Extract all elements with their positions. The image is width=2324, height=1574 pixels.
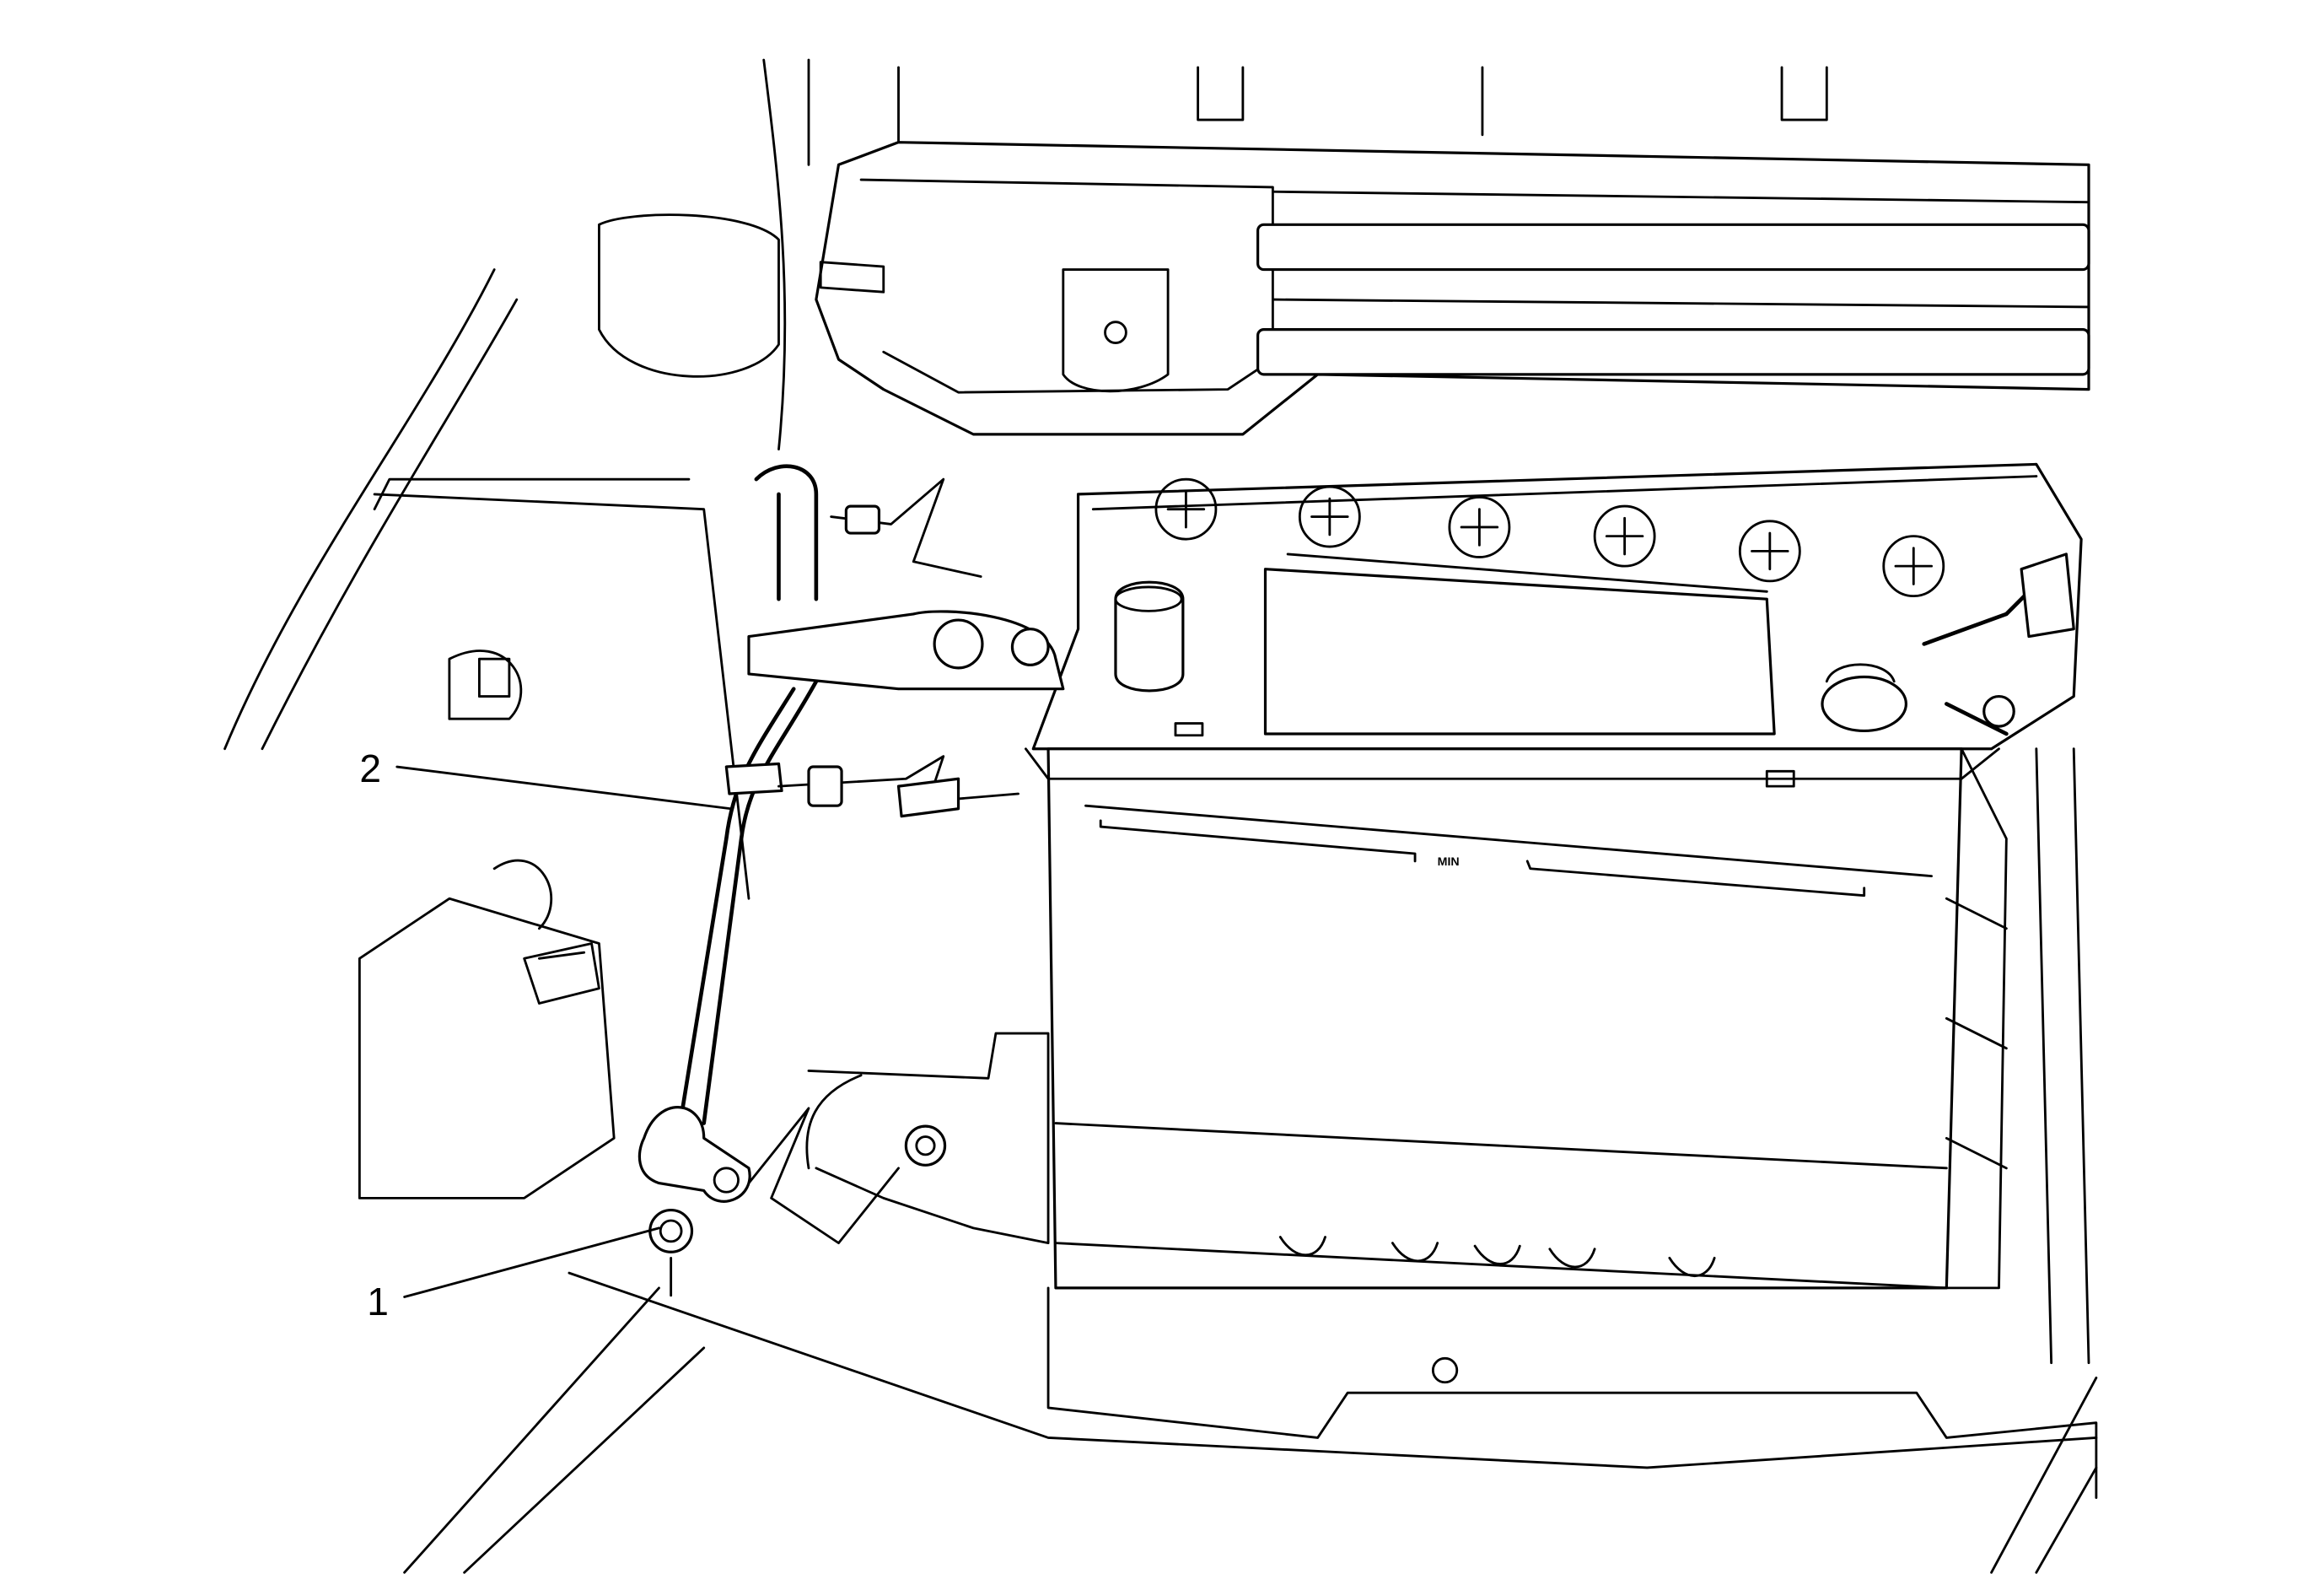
callout-1: 1 [367, 1226, 660, 1323]
air-cleaner-housing [815, 141, 2090, 436]
battery-negative-cable [637, 464, 1065, 1203]
positive-terminal [1821, 553, 2075, 736]
callout-label-1: 1 [367, 1280, 389, 1323]
callout-label-2: 2 [359, 747, 381, 790]
battery-min-label: MIN [1438, 855, 1460, 869]
fasteners [648, 477, 1019, 1297]
body-panels [223, 58, 2098, 1574]
callout-2: 2 [359, 747, 733, 811]
battery-tray-bracket [805, 1032, 1050, 1245]
battery: MIN [1025, 462, 2083, 1290]
battery-cell-caps [1154, 477, 1945, 598]
